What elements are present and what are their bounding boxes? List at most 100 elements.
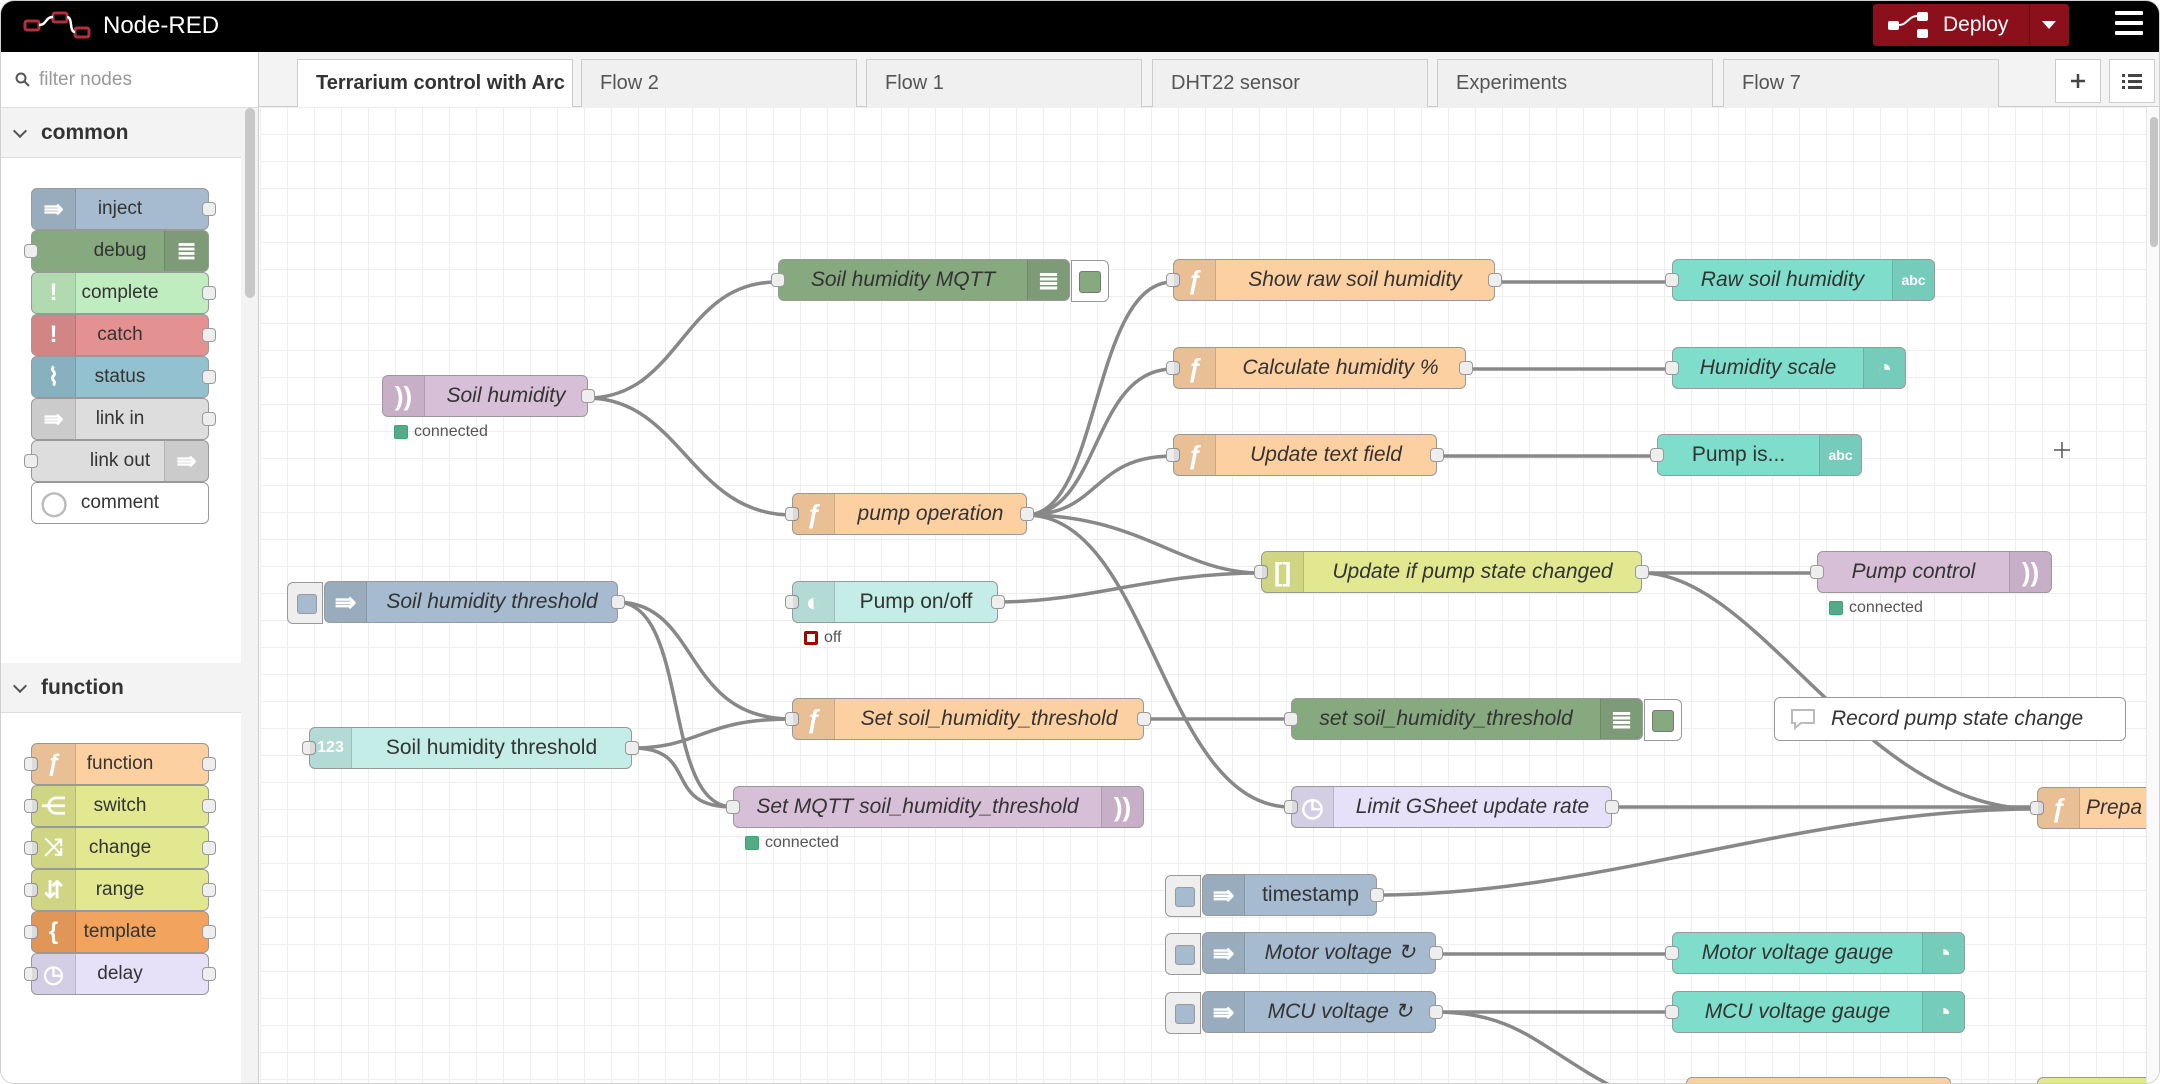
output-port[interactable] (991, 595, 1005, 609)
inject-trigger-button[interactable] (1165, 875, 1201, 917)
input-port[interactable] (24, 244, 38, 258)
tab-flow-7[interactable]: Flow 7 (1723, 59, 1999, 107)
node-update-if-pump-state-changed[interactable]: [] Update if pump state changed (1254, 551, 1649, 593)
inject-trigger-button[interactable] (1165, 933, 1201, 975)
output-port[interactable] (202, 370, 216, 384)
input-port[interactable] (1665, 273, 1679, 287)
main-menu-icon[interactable] (2115, 11, 2143, 39)
node-prepare[interactable]: ƒ Prepa (2030, 787, 2159, 829)
node-soil-humidity-mqtt-debug[interactable]: Soil humidity MQTT ≣ (771, 259, 1109, 302)
output-port[interactable] (1137, 712, 1151, 726)
palette-node-catch[interactable]: ! catch (31, 314, 216, 356)
input-port[interactable] (1665, 1005, 1679, 1019)
tab-flow-2[interactable]: Flow 2 (581, 59, 857, 107)
node-soil-humidity-threshold-inject[interactable]: ⇛ Soil humidity threshold (287, 581, 625, 624)
input-port[interactable] (1284, 800, 1298, 814)
output-port[interactable] (202, 202, 216, 216)
palette-node-switch[interactable]: ⋲ switch (24, 785, 216, 827)
output-port[interactable] (1635, 565, 1649, 579)
palette-scrollbar[interactable] (245, 108, 255, 298)
category-common[interactable]: common (1, 108, 241, 158)
caret-down-icon[interactable] (2042, 21, 2056, 29)
node-calculate-humidity[interactable]: ƒ Calculate humidity % (1166, 347, 1473, 389)
input-port[interactable] (1665, 361, 1679, 375)
node-pump-control[interactable]: Pump control )) (1810, 551, 2052, 593)
tab-flow-1[interactable]: Flow 1 (866, 59, 1142, 107)
input-port[interactable] (1284, 712, 1298, 726)
output-port[interactable] (202, 286, 216, 300)
node-motor-voltage[interactable]: ⇛ Motor voltage ↻ (1165, 932, 1443, 975)
input-port[interactable] (1810, 565, 1824, 579)
comment-record-pump-state[interactable]: Record pump state change (1774, 697, 2126, 741)
input-port[interactable] (1166, 361, 1180, 375)
node-set-mqtt-soil-humidity-threshold[interactable]: Set MQTT soil_humidity_threshold )) (726, 786, 1144, 828)
output-port[interactable] (202, 799, 216, 813)
node-partial-bottom-right[interactable] (2037, 1077, 2157, 1083)
palette-node-template[interactable]: { template (24, 911, 216, 953)
palette-node-change[interactable]: ⤨ change (24, 827, 216, 869)
filter-nodes-input[interactable]: filter nodes (1, 52, 258, 108)
node-pump-is[interactable]: Pump is... abc (1650, 434, 1862, 476)
input-port[interactable] (24, 841, 38, 855)
palette-node-inject[interactable]: ⇛ inject (31, 188, 216, 230)
node-limit-gsheet-update-rate[interactable]: ◷ Limit GSheet update rate (1284, 786, 1619, 828)
tab-dht22-sensor[interactable]: DHT22 sensor (1152, 59, 1428, 107)
input-port[interactable] (1650, 448, 1664, 462)
output-port[interactable] (1429, 946, 1443, 960)
output-port[interactable] (202, 841, 216, 855)
node-timestamp[interactable]: ⇛ timestamp (1165, 874, 1384, 917)
output-port[interactable] (581, 389, 595, 403)
input-port[interactable] (726, 800, 740, 814)
tab-experiments[interactable]: Experiments (1437, 59, 1713, 107)
node-soil-humidity-mqtt-in[interactable]: )) Soil humidity (382, 375, 595, 417)
input-port[interactable] (1665, 946, 1679, 960)
output-port[interactable] (1370, 888, 1384, 902)
input-port[interactable] (785, 712, 799, 726)
palette-node-link-in[interactable]: ⇛ link in (31, 398, 216, 440)
palette-node-comment[interactable]: ◯ comment (31, 482, 209, 524)
output-port[interactable] (1459, 361, 1473, 375)
output-port[interactable] (1488, 273, 1502, 287)
input-port[interactable] (24, 757, 38, 771)
input-port[interactable] (24, 799, 38, 813)
input-port[interactable] (1166, 448, 1180, 462)
output-port[interactable] (202, 883, 216, 897)
node-humidity-scale[interactable]: Humidity scale ◔ (1665, 347, 1906, 389)
node-partial-bottom[interactable] (1686, 1077, 1951, 1083)
palette-node-range[interactable]: ⇵ range (24, 869, 216, 911)
input-port[interactable] (771, 273, 785, 287)
output-port[interactable] (625, 741, 639, 755)
node-soil-humidity-threshold-numeric[interactable]: 123 Soil humidity threshold (302, 727, 639, 769)
inject-trigger-button[interactable] (287, 582, 323, 624)
output-port[interactable] (202, 328, 216, 342)
input-port[interactable] (2030, 801, 2044, 815)
input-port[interactable] (1254, 565, 1268, 579)
category-function[interactable]: function (1, 663, 241, 713)
output-port[interactable] (1605, 800, 1619, 814)
workspace-scrollbar[interactable] (2146, 107, 2159, 1083)
scrollbar-thumb[interactable] (2150, 117, 2158, 247)
node-mcu-voltage-gauge[interactable]: MCU voltage gauge ◔ (1665, 991, 1965, 1033)
node-show-raw-soil-humidity[interactable]: ƒ Show raw soil humidity (1166, 259, 1502, 301)
debug-toggle-button[interactable] (1644, 699, 1682, 741)
inject-trigger-button[interactable] (1165, 992, 1201, 1034)
input-port[interactable] (1166, 273, 1180, 287)
input-port[interactable] (785, 507, 799, 521)
node-pump-onoff[interactable]: ◐ Pump on/off (785, 581, 1005, 623)
node-mcu-voltage[interactable]: ⇛ MCU voltage ↻ (1165, 991, 1443, 1034)
input-port[interactable] (785, 595, 799, 609)
palette-node-delay[interactable]: ◷ delay (24, 953, 216, 995)
debug-toggle-button[interactable] (1071, 260, 1109, 302)
output-port[interactable] (202, 967, 216, 981)
palette-node-complete[interactable]: ! complete (31, 272, 216, 314)
output-port[interactable] (611, 595, 625, 609)
output-port[interactable] (202, 412, 216, 426)
input-port[interactable] (24, 925, 38, 939)
node-raw-soil-humidity-text[interactable]: Raw soil humidity abc (1665, 259, 1935, 301)
input-port[interactable] (24, 883, 38, 897)
add-flow-button[interactable] (2055, 59, 2101, 103)
deploy-button[interactable]: Deploy (1873, 4, 2069, 46)
input-port[interactable] (24, 967, 38, 981)
node-motor-voltage-gauge[interactable]: Motor voltage gauge ◔ (1665, 932, 1965, 974)
node-set-soil-humidity-threshold-fn[interactable]: ƒ Set soil_humidity_threshold (785, 698, 1151, 740)
